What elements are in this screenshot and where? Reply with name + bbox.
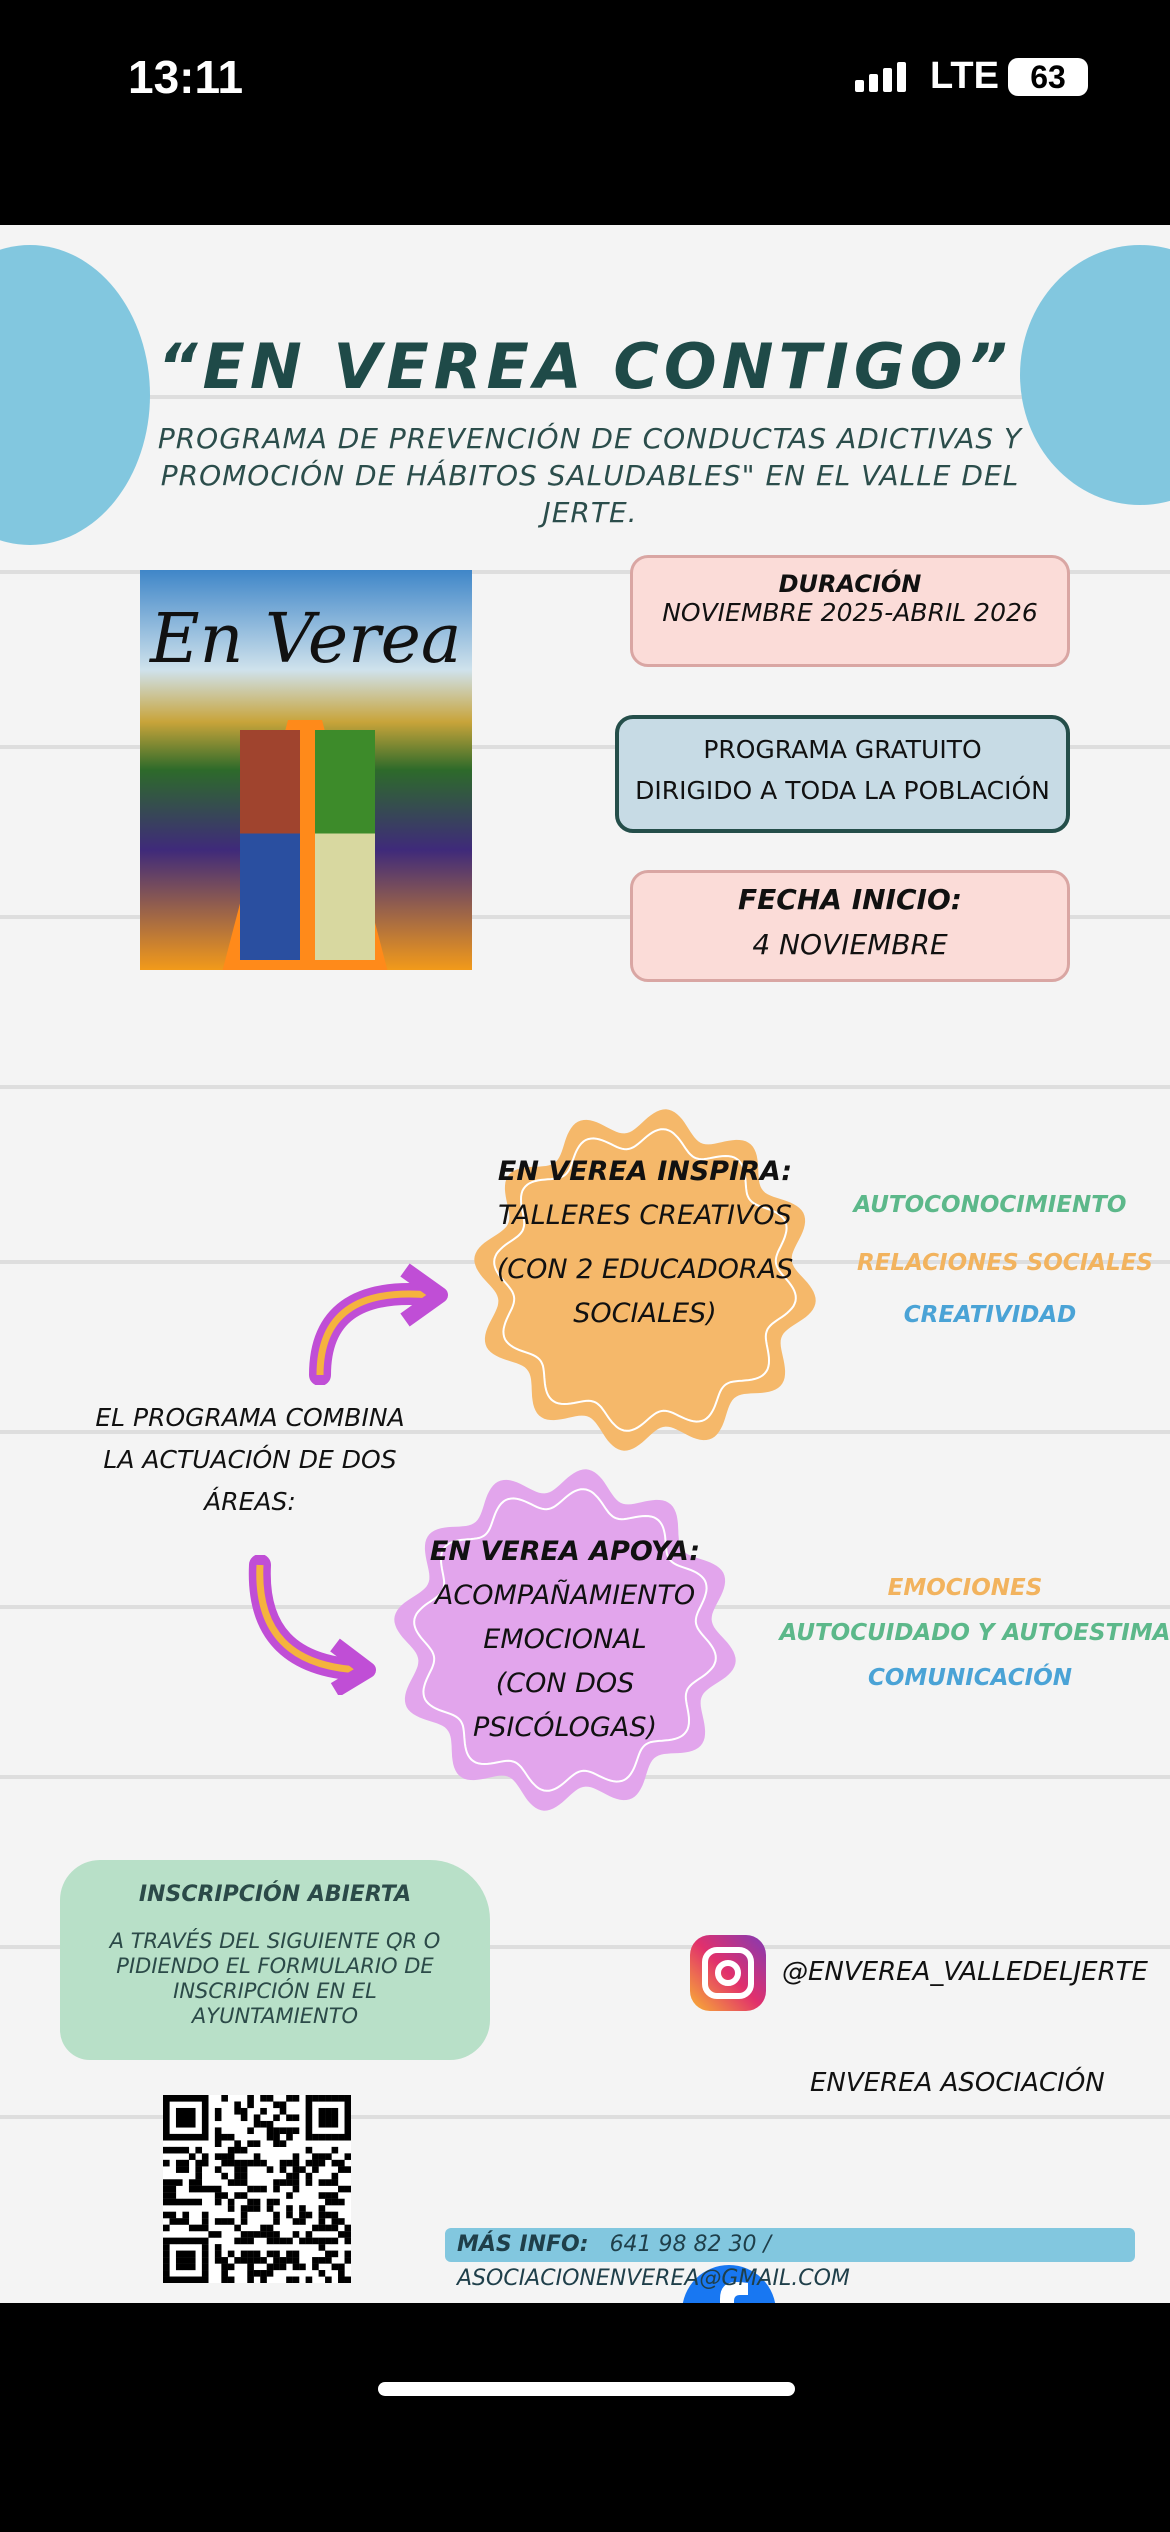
contact-info-bar: MÁS INFO: 641 98 82 30 / ASOCIACIONENVER… [445, 2228, 1135, 2291]
qr-code[interactable] [163, 2095, 351, 2283]
free-program-line2: DIRIGIDO A TODA LA POBLACIÓN [635, 776, 1050, 805]
inspira-title: EN VEREA INSPIRA: [497, 1156, 793, 1187]
inspira-line1: TALLERES CREATIVOS [498, 1200, 792, 1231]
free-program-box: PROGRAMA GRATUITO DIRIGIDO A TODA LA POB… [615, 715, 1070, 833]
program-description: EL PROGRAMA COMBINA LA ACTUACIÓN DE DOS … [95, 1403, 405, 1516]
network-label: LTE [930, 55, 999, 97]
tag-autocuidado: AUTOCUIDADO Y AUTOESTIMA [779, 1620, 1170, 1646]
poster: “EN VEREA CONTIGO” PROGRAMA DE PREVENCIÓ… [0, 225, 1170, 2303]
apoya-line1: ACOMPAÑAMIENTO EMOCIONAL [434, 1580, 696, 1655]
registration-text: A TRAVÉS DEL SIGUIENTE QR O PIDIENDO EL … [109, 1929, 441, 2028]
status-bar: 13:11 LTE 63 [0, 0, 1170, 225]
instagram-icon[interactable] [690, 1935, 766, 2011]
registration-title: INSCRIPCIÓN ABIERTA [138, 1882, 412, 1907]
duration-label: DURACIÓN [778, 570, 922, 598]
tag-emociones: EMOCIONES [887, 1575, 1043, 1601]
poster-subtitle: PROGRAMA DE PREVENCIÓN DE CONDUCTAS ADIC… [157, 422, 1023, 529]
info-value[interactable]: 641 98 82 30 / ASOCIACIONENVEREA@GMAIL.C… [457, 2232, 850, 2291]
start-date-box: FECHA INICIO: 4 NOVIEMBRE [630, 870, 1070, 982]
clock: 13:11 [128, 51, 244, 103]
cover-image: En Verea [140, 570, 472, 970]
home-indicator[interactable] [378, 2382, 795, 2396]
apoya-text: EN VEREA APOYA: ACOMPAÑAMIENTO EMOCIONAL… [425, 1530, 705, 1750]
tag-comunicacion: COMUNICACIÓN [867, 1665, 1072, 1691]
arrow-icon [248, 1555, 376, 1695]
cover-title: En Verea [150, 600, 462, 679]
facebook-icon[interactable] [682, 2265, 776, 2303]
apoya-title: EN VEREA APOYA: [429, 1536, 701, 1567]
arrow-icon [309, 1263, 448, 1385]
battery-icon: 63 [1008, 58, 1088, 96]
tag-creatividad: CREATIVIDAD [903, 1302, 1077, 1328]
facebook-name[interactable]: ENVEREA ASOCIACIÓN [810, 2068, 1105, 2098]
apoya-line2: (CON DOS PSICÓLOGAS) [472, 1668, 658, 1743]
free-program-line1: PROGRAMA GRATUITO [703, 735, 982, 764]
inspira-text: EN VEREA INSPIRA: TALLERES CREATIVOS (CO… [495, 1150, 795, 1336]
apoya-badge [394, 1469, 736, 1811]
tag-relaciones-sociales: RELACIONES SOCIALES [857, 1250, 1153, 1276]
info-label: MÁS INFO: [457, 2232, 589, 2257]
poster-title: “EN VEREA CONTIGO” [157, 330, 1013, 403]
start-date-value: 4 NOVIEMBRE [752, 928, 948, 961]
inspira-badge [474, 1109, 816, 1451]
registration-box: INSCRIPCIÓN ABIERTA A TRAVÉS DEL SIGUIEN… [60, 1860, 490, 2060]
start-date-label: FECHA INICIO: [738, 883, 962, 916]
duration-box: DURACIÓN NOVIEMBRE 2025-ABRIL 2026 [630, 555, 1070, 667]
duration-value: NOVIEMBRE 2025-ABRIL 2026 [662, 598, 1038, 627]
instagram-handle[interactable]: @ENVEREA_VALLEDELJERTE [782, 1957, 1148, 1987]
signal-icon [855, 62, 906, 92]
tag-autoconocimiento: AUTOCONOCIMIENTO [853, 1192, 1127, 1218]
inspira-line2: (CON 2 EDUCADORAS SOCIALES) [496, 1254, 794, 1329]
